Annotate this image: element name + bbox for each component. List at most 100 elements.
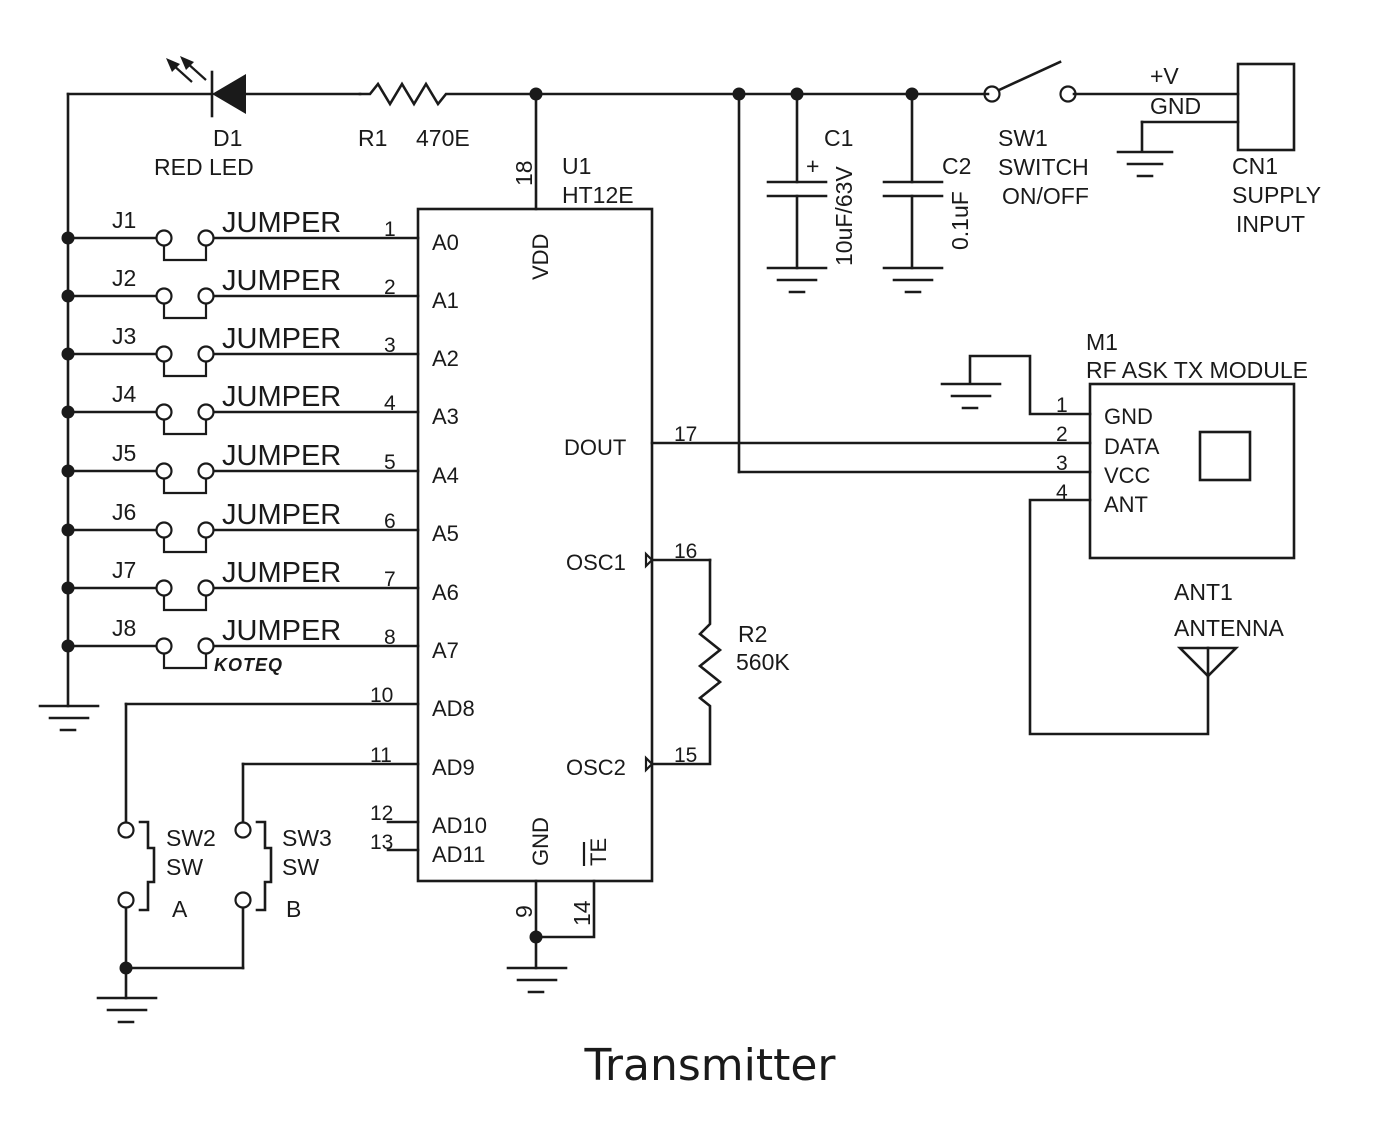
c1-value: 10uF/63V [831, 166, 857, 266]
j4-label: JUMPER [222, 381, 341, 413]
m1-pin3-name: VCC [1104, 463, 1151, 488]
j7-label: JUMPER [222, 557, 341, 589]
left-bus [38, 92, 100, 732]
j8-ref: J8 [112, 615, 136, 641]
jumper-j4: J4 JUMPER 4 [61, 381, 420, 436]
u1-pin-ad9: AD9 [432, 755, 475, 780]
sw2-label: A [172, 896, 188, 922]
u1-te-pin-number: 14 [569, 900, 595, 926]
u1-pin13-number: 13 [370, 831, 393, 854]
u1-pin11-number: 11 [370, 744, 392, 767]
u1-te-text: TE [586, 838, 611, 866]
ant1-ref: ANT1 [1174, 579, 1233, 605]
j1-label: JUMPER [222, 207, 341, 239]
m1-ref: M1 [1086, 329, 1118, 355]
ground-symbol [1116, 150, 1174, 178]
jumper-j5: J5 JUMPER 5 [61, 440, 420, 495]
diagram-title: Transmitter [583, 1040, 836, 1091]
j4-ref: J4 [112, 381, 137, 407]
m1-pin2-number: 2 [1056, 423, 1068, 446]
cn1-vplus: +V [1150, 63, 1179, 89]
d1-ref: D1 [213, 125, 242, 151]
u1-osc1-pin-number: 16 [674, 540, 697, 563]
j2-ref: J2 [112, 265, 136, 291]
d1-value: RED LED [154, 154, 254, 180]
ground-symbol [96, 996, 158, 1024]
j6-ref: J6 [112, 499, 136, 525]
r2-value: 560K [736, 649, 790, 675]
jumper-j7: J7 JUMPER 7 [61, 557, 420, 612]
u1-pin4-number: 4 [384, 392, 396, 415]
m1-pin4-name: ANT [1104, 492, 1148, 517]
cn1-line2: INPUT [1236, 211, 1305, 237]
j3-label: JUMPER [222, 323, 341, 355]
pushbutton-sw2: SW2 SW A [117, 820, 216, 970]
c1-ref: C1 [824, 125, 853, 151]
m1-pin1-name: GND [1104, 404, 1153, 429]
antenna-ant1: ANT1 ANTENNA [1174, 579, 1285, 678]
u1-osc2-label: OSC2 [566, 755, 626, 780]
u1-te-label: TE [582, 838, 611, 866]
u1-pin-ad11: AD11 [432, 842, 485, 867]
koteq-watermark: KOTEQ [214, 655, 283, 675]
sw1-line1: SWITCH [998, 154, 1089, 180]
ic-u1: 18 U1 HT12E VDD GND TE DOUT OSC1 OSC2 A0… [416, 92, 654, 883]
jumper-j2: J2 JUMPER 2 [61, 265, 420, 320]
capacitor-c2: C2 0.1uF [882, 92, 973, 294]
jumper-j1: J1 JUMPER 1 [61, 207, 420, 262]
j5-ref: J5 [112, 440, 136, 466]
switch-sw1: SW1 SWITCH ON/OFF [983, 60, 1089, 209]
u1-pin12-number: 12 [370, 802, 393, 825]
u1-pin-a6: A6 [432, 580, 459, 605]
u1-gnd-pin-number: 9 [511, 905, 537, 918]
u1-pin-a2: A2 [432, 346, 459, 371]
sw3-label: B [286, 896, 301, 922]
switch-ground-wire [96, 961, 245, 1024]
u1-pin-a4: A4 [432, 463, 459, 488]
m1-pin3-number: 3 [1056, 452, 1068, 475]
u1-ground-wire: 9 14 [506, 879, 596, 994]
led-d1: D1 RED LED [66, 56, 362, 180]
u1-pin-a5: A5 [432, 521, 459, 546]
u1-pin-ad10: AD10 [432, 813, 487, 838]
resistor-r1: R1 470E [358, 81, 538, 151]
cn1-line1: SUPPLY [1232, 182, 1321, 208]
c1-polarity: + [806, 153, 819, 179]
j7-ref: J7 [112, 557, 136, 583]
u1-pin10-number: 10 [370, 684, 393, 707]
m1-name: RF ASK TX MODULE [1086, 357, 1308, 383]
u1-dout-label: DOUT [564, 435, 626, 460]
u1-pin8-number: 8 [384, 626, 396, 649]
resistor-r2: 16 15 R2 560K [644, 540, 790, 773]
ad8-wire: 10 [124, 684, 420, 824]
u1-vdd-label: VDD [528, 234, 553, 280]
u1-vdd-pin-number: 18 [511, 160, 537, 186]
ground-symbol [940, 382, 1002, 410]
c2-ref: C2 [942, 153, 971, 179]
r2-ref: R2 [738, 621, 767, 647]
u1-pin7-number: 7 [384, 568, 396, 591]
j1-ref: J1 [112, 207, 136, 233]
sw1-line2: ON/OFF [1002, 183, 1089, 209]
capacitor-c1: + C1 10uF/63V [766, 92, 857, 294]
c2-value: 0.1uF [947, 191, 973, 250]
u1-pin5-number: 5 [384, 451, 396, 474]
connector-cn1: +V GND CN1 SUPPLY INPUT [1116, 62, 1321, 237]
cn1-ref: CN1 [1232, 153, 1278, 179]
ant1-name: ANTENNA [1174, 615, 1285, 641]
u1-pin6-number: 6 [384, 510, 396, 533]
j5-label: JUMPER [222, 440, 341, 472]
r1-value: 470E [416, 125, 470, 151]
vcc-wire [737, 92, 1092, 474]
u1-pin-a7: A7 [432, 638, 459, 663]
sw2-ref: SW2 [166, 825, 216, 851]
jumper-j6: J6 JUMPER 6 [61, 499, 420, 554]
j8-label: JUMPER [222, 615, 341, 647]
u1-pin2-number: 2 [384, 276, 396, 299]
ground-symbol [506, 966, 568, 994]
ground-symbol [766, 266, 828, 294]
light-emission-icon [166, 56, 207, 83]
sw3-type: SW [282, 854, 319, 880]
ad9-wire: 11 [241, 744, 420, 824]
ground-symbol [882, 266, 944, 294]
